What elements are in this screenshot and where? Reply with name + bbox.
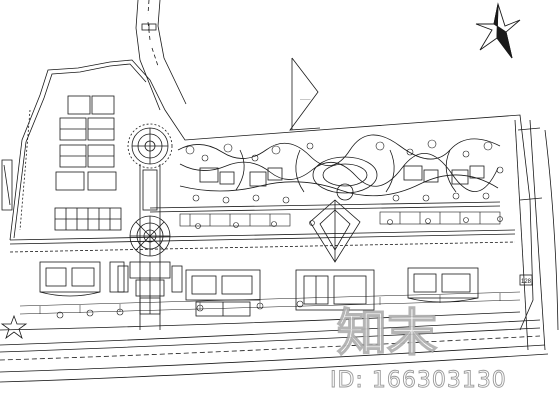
compass-star-icon [0, 314, 28, 340]
central-water-feature [309, 199, 361, 263]
residential-block-south-4 [407, 267, 479, 303]
linear-garden [179, 211, 501, 227]
access-road-south [0, 311, 549, 383]
svg-text:128: 128 [521, 279, 532, 285]
villa-cluster-north [199, 165, 485, 187]
watermark-id: ID: 166303130 [330, 368, 507, 394]
north-arrow-icon [475, 2, 521, 59]
access-road-north [135, 0, 187, 111]
tree-canopies [56, 139, 504, 319]
residential-block-south-1 [39, 261, 125, 297]
residential-block-south-3 [295, 269, 375, 311]
main-axis [117, 164, 183, 330]
plaza-north [127, 123, 173, 169]
central-boulevard [9, 201, 516, 253]
parking-rows [19, 291, 521, 315]
site-boundary: ——— [1, 57, 534, 331]
plaza-central [129, 215, 171, 257]
access-road-east: 128 [514, 119, 559, 351]
residential-block-northwest [19, 95, 117, 231]
svg-text:———: ——— [300, 97, 311, 101]
clubhouse-block [54, 207, 122, 231]
